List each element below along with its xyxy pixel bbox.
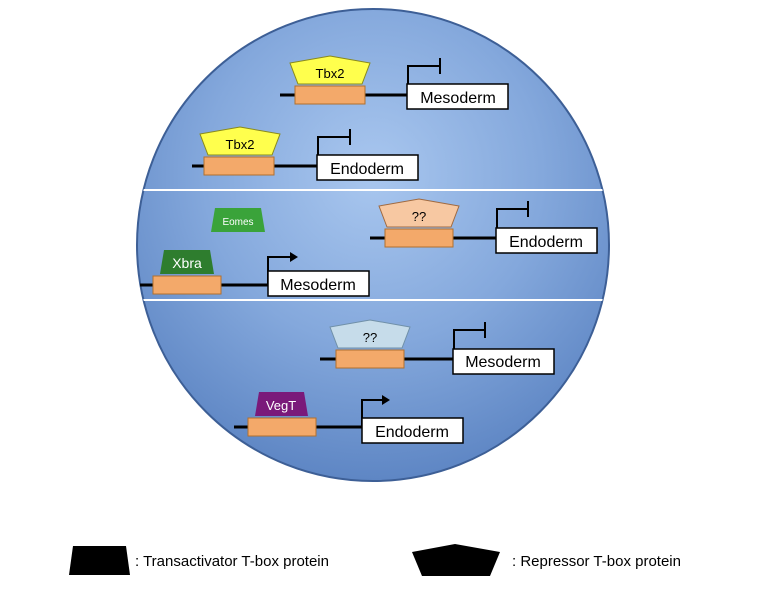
regulatory-box (152, 275, 222, 295)
protein-label: ?? (363, 330, 377, 345)
target-gene-box (452, 348, 555, 375)
target-gene-label: Endoderm (375, 424, 449, 441)
arrow-head (290, 252, 298, 262)
regulatory-box (384, 228, 454, 248)
protein-label: Xbra (172, 255, 202, 271)
repressor-protein-tbx2 (199, 126, 281, 156)
repressor-protein-unknown (378, 198, 460, 228)
regulatory-box (203, 156, 275, 176)
gene-bottom-mesoderm: ?? Mesoderm (320, 319, 555, 375)
target-gene-box (267, 270, 370, 297)
eomes-shape (211, 208, 265, 232)
target-gene-label: Endoderm (330, 161, 404, 178)
target-gene-label: Mesoderm (280, 277, 356, 294)
repressor-legend-label: : Repressor T-box protein (512, 553, 681, 570)
protein-label: Eomes (222, 217, 253, 228)
target-gene-box (495, 227, 598, 254)
regulatory-box (335, 349, 405, 369)
target-gene-label: Mesoderm (420, 90, 496, 107)
protein-label: Tbx2 (316, 66, 345, 81)
regulatory-box (294, 85, 366, 105)
protein-label: Tbx2 (226, 137, 255, 152)
repressor-legend-icon (412, 544, 500, 576)
target-gene-box (361, 417, 464, 444)
transactivator-protein-eomes: Eomes (211, 208, 265, 232)
arrow-head (382, 395, 390, 405)
transactivator-legend-icon (69, 546, 130, 575)
regulatory-box (247, 417, 317, 437)
repressor-protein-tbx2 (289, 55, 371, 85)
protein-label: VegT (266, 398, 296, 413)
target-gene-box (406, 83, 509, 110)
gene-middle-mesoderm: Xbra Mesoderm (140, 250, 370, 297)
target-gene-box (316, 154, 419, 181)
transactivator-protein-xbra (160, 250, 214, 274)
protein-label: ?? (412, 209, 426, 224)
target-gene-label: Mesoderm (465, 354, 541, 371)
gene-middle-endoderm: ?? Endoderm (370, 198, 598, 254)
gene-bottom-endoderm: VegT Endoderm (234, 392, 464, 444)
gene-top-mesoderm: Tbx2 Mesoderm (280, 55, 509, 110)
target-gene-label: Endoderm (509, 234, 583, 251)
legend: : Transactivator T-box protein : Repress… (69, 544, 681, 576)
transactivator-legend-label: : Transactivator T-box protein (135, 553, 329, 570)
repressor-protein-unknown (329, 319, 411, 349)
transactivator-protein-vegt (255, 392, 308, 416)
gene-top-endoderm: Tbx2 Endoderm (192, 126, 419, 181)
